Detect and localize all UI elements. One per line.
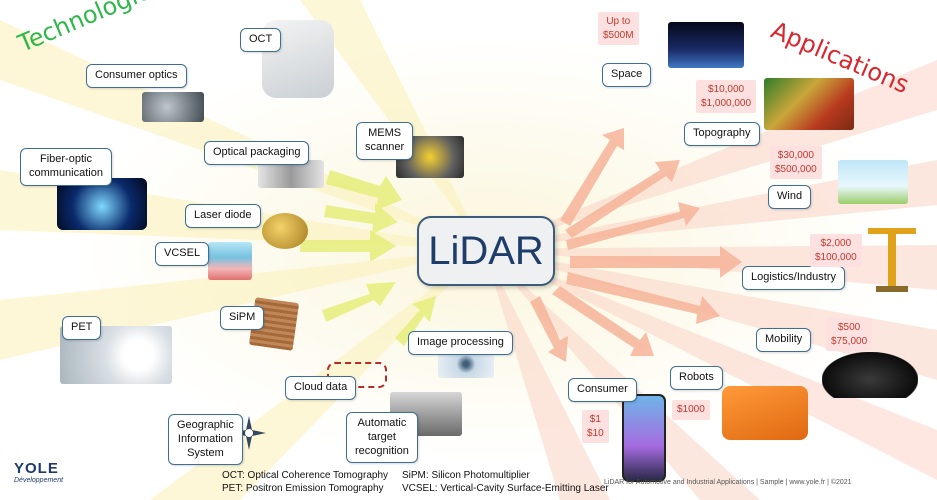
- tech-laser-diode-label: Laser diode: [185, 204, 261, 228]
- wind-turbine-image: [838, 160, 908, 204]
- price-space-line-1: Up to: [606, 16, 631, 27]
- price-logistics: $2,000 $100,000: [810, 234, 862, 267]
- price-topography-line-1: $10,000: [707, 84, 745, 95]
- price-consumer: $1 $10: [582, 410, 609, 443]
- atr-line-3: recognition: [355, 444, 409, 457]
- tech-vcsel-label: VCSEL: [155, 242, 210, 266]
- laser-diode-image: [262, 213, 308, 249]
- price-consumer-line-1: $1: [589, 414, 601, 425]
- yole-logo-sub: Développement: [14, 477, 64, 484]
- source-line: LiDAR for Automotive and Industrial Appl…: [604, 479, 852, 486]
- app-space-label: Space: [602, 63, 652, 87]
- price-wind: $30,000 $500,000: [770, 146, 822, 179]
- tech-atr-label: Automatic target recognition: [346, 412, 418, 464]
- price-mobility-line-1: $500: [837, 322, 861, 333]
- cloud-data-image: [327, 362, 387, 388]
- price-mobility: $500 $75,000: [826, 318, 873, 351]
- atr-line-1: Automatic: [357, 417, 407, 429]
- app-wind-label: Wind: [768, 185, 812, 209]
- price-topography-line-2: $1,000,000: [701, 97, 752, 109]
- crane-image: [866, 220, 918, 294]
- smartphone-image: [622, 394, 666, 482]
- price-robots: $1000: [672, 400, 710, 420]
- gis-line-1: Geographic: [177, 419, 234, 431]
- yole-logo: YOLE Développement: [14, 460, 104, 490]
- satellite-image: [668, 22, 744, 68]
- price-robots-line-1: $1000: [677, 404, 705, 415]
- tech-pet-label: PET: [62, 316, 102, 340]
- app-mobility-label: Mobility: [756, 328, 812, 352]
- price-wind-line-1: $30,000: [777, 150, 814, 161]
- app-robots-label: Robots: [670, 366, 723, 390]
- fiber-optic-line-1: Fiber-optic: [40, 153, 92, 165]
- topography-image: [764, 78, 854, 130]
- mems-line-2: scanner: [365, 140, 405, 153]
- app-logistics-label: Logistics/Industry: [742, 266, 845, 290]
- tech-cloud-data-label: Cloud data: [285, 376, 357, 400]
- app-consumer-label: Consumer: [568, 378, 637, 402]
- fiber-optic-line-2: communication: [29, 166, 103, 179]
- gis-line-3: System: [187, 446, 224, 459]
- compass-rose-icon: [232, 416, 266, 450]
- right-arrows: [530, 128, 742, 362]
- tech-oct-label: OCT: [240, 28, 282, 52]
- price-space-line-2: $500M: [603, 29, 634, 41]
- tech-image-processing-label: Image processing: [408, 331, 513, 355]
- footnote-pet: PET: Positron Emission Tomography: [222, 483, 384, 494]
- tech-sipm-label: SiPM: [220, 306, 265, 330]
- footnote-vcsel: VCSEL: Vertical-Cavity Surface-Emitting …: [402, 483, 609, 494]
- tech-optical-packaging-label: Optical packaging: [204, 141, 310, 165]
- gis-line-2: Information: [177, 432, 233, 445]
- price-wind-line-2: $500,000: [775, 163, 817, 175]
- tech-gis-label: Geographic Information System: [168, 414, 243, 466]
- tech-consumer-optics-label: Consumer optics: [86, 64, 187, 88]
- atr-line-2: target: [367, 430, 396, 443]
- yole-logo-name: YOLE: [14, 460, 59, 477]
- left-arrows: [300, 170, 436, 346]
- price-space: Up to $500M: [598, 12, 639, 45]
- app-topography-label: Topography: [684, 122, 760, 146]
- vcsel-image: [208, 242, 252, 280]
- footnote-sipm: SiPM: Silicon Photomultiplier: [402, 470, 530, 481]
- price-logistics-line-1: $2,000: [820, 238, 852, 249]
- tech-fiber-optic-label: Fiber-optic communication: [20, 148, 112, 186]
- lidar-center-box: LiDAR: [417, 216, 555, 286]
- consumer-optics-image: [142, 92, 204, 122]
- mems-line-1: MEMS: [368, 127, 402, 139]
- price-logistics-line-2: $100,000: [815, 251, 857, 263]
- footnote-oct: OCT: Optical Coherence Tomography: [222, 470, 389, 481]
- price-topography: $10,000 $1,000,000: [696, 80, 757, 113]
- car-image: [822, 352, 918, 398]
- robot-image: [722, 386, 808, 440]
- fiber-optic-image: [57, 178, 147, 230]
- tech-mems-scanner-label: MEMS scanner: [356, 122, 414, 160]
- price-consumer-line-2: $10: [587, 427, 604, 439]
- price-mobility-line-2: $75,000: [831, 335, 868, 347]
